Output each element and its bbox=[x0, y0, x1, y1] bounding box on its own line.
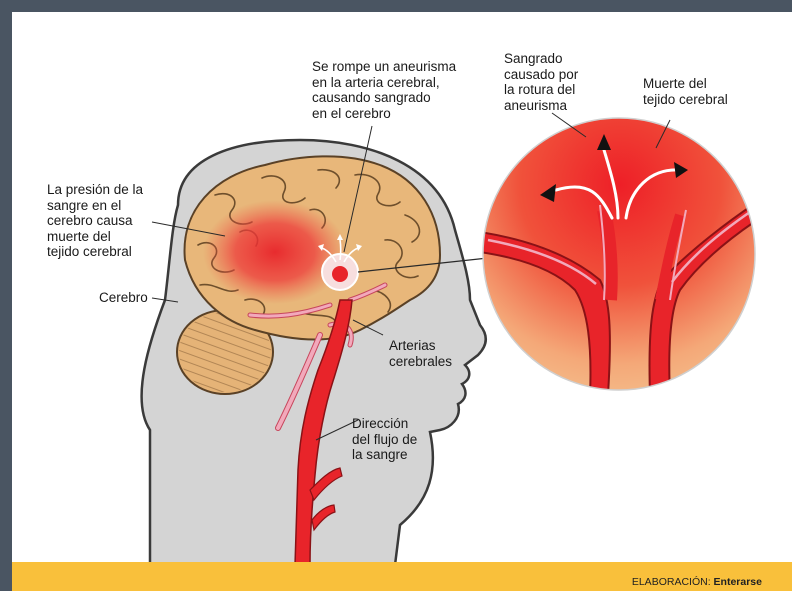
zoom-view bbox=[480, 115, 760, 395]
frame-left-bar bbox=[0, 0, 12, 591]
label-aneurysm-rupture: Se rompe un aneurisma en la arteria cere… bbox=[312, 59, 456, 121]
label-flow: Dirección del flujo de la sangre bbox=[352, 416, 417, 463]
frame-top-bar bbox=[0, 0, 792, 12]
aneurysm bbox=[332, 266, 348, 282]
label-bleeding: Sangrado causado por la rotura del aneur… bbox=[504, 51, 578, 113]
credit-name: Enterarse bbox=[714, 576, 762, 588]
label-tissue-death: Muerte del tejido cerebral bbox=[643, 76, 728, 107]
label-brain: Cerebro bbox=[99, 290, 148, 306]
credit-prefix: ELABORACIÓN: bbox=[632, 576, 711, 588]
footer-credit: ELABORACIÓN: Enterarse bbox=[632, 576, 762, 588]
label-arteries: Arterias cerebrales bbox=[389, 338, 452, 369]
label-pressure: La presión de la sangre en el cerebro ca… bbox=[47, 182, 143, 260]
brain-bleed-area bbox=[203, 200, 347, 304]
